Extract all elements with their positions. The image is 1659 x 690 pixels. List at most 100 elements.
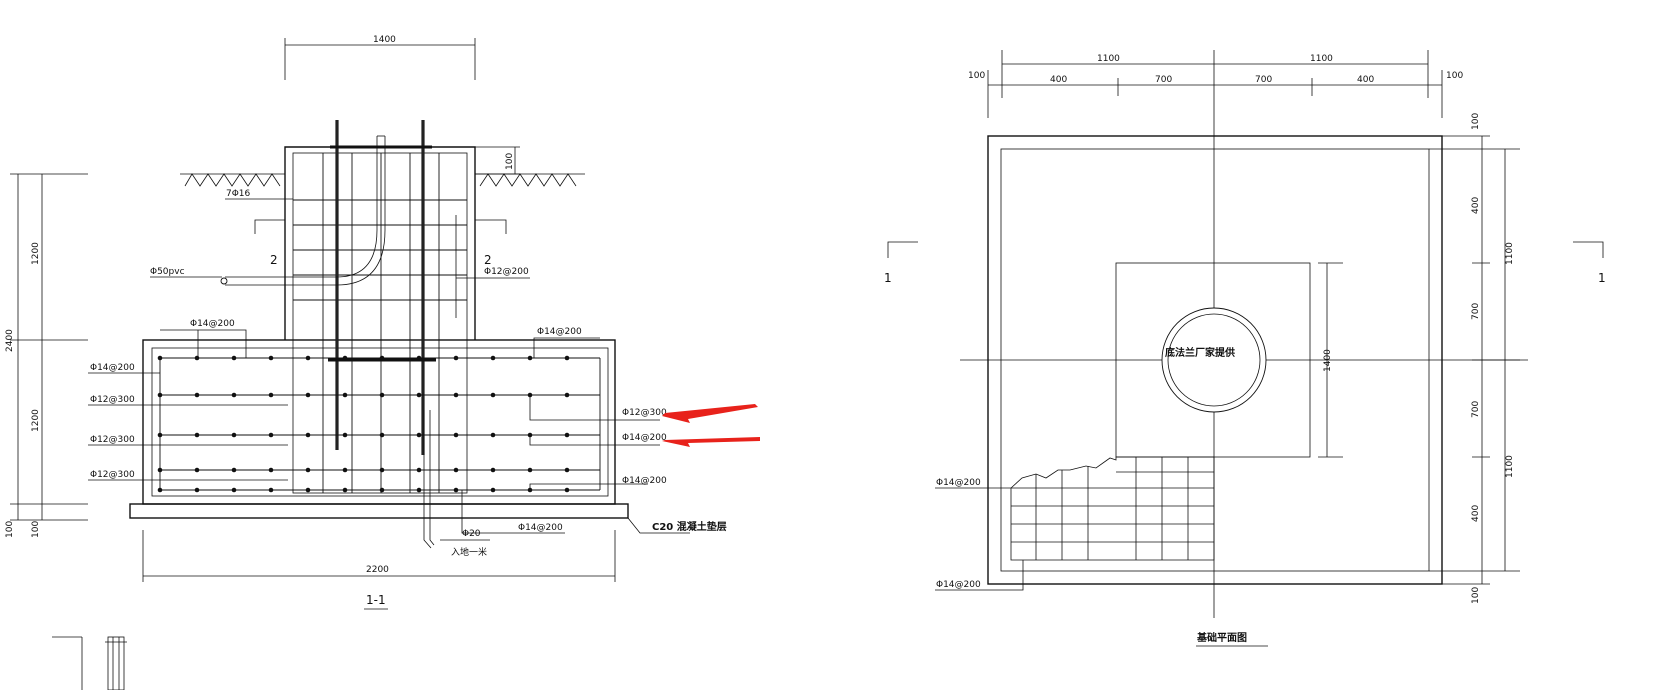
plan-dim-700-right: 700 bbox=[1255, 75, 1272, 85]
rebar-dot bbox=[416, 487, 422, 493]
rebar-dot bbox=[490, 355, 496, 361]
plan-dim-400-left: 400 bbox=[1050, 75, 1067, 85]
plan-rdim-700-upper: 700 bbox=[1471, 303, 1481, 320]
rebar-dot bbox=[453, 355, 459, 361]
dim-1200-lower-label: 1200 bbox=[31, 409, 41, 432]
plan-dim-700-left: 700 bbox=[1155, 75, 1172, 85]
plan-rebar-bottom: Φ14@200 bbox=[936, 580, 981, 590]
dim-100-left-b: 100 bbox=[31, 521, 41, 538]
ground-rod: Φ20 入地一米 bbox=[423, 410, 490, 558]
plan-cut-mark-right: 1 bbox=[1598, 271, 1606, 285]
rebar-dot bbox=[194, 487, 200, 493]
dim-100-top-label: 100 bbox=[505, 153, 515, 170]
rebar-dot bbox=[379, 355, 385, 361]
plan-rdim-700-lower: 700 bbox=[1471, 401, 1481, 418]
rebar-dot bbox=[527, 467, 533, 473]
rebar-dot bbox=[453, 392, 459, 398]
rebar-dot bbox=[490, 467, 496, 473]
ground-hatch-right bbox=[475, 173, 585, 187]
plan-cut-marks: 1 1 bbox=[884, 241, 1606, 285]
rebar-dot bbox=[194, 467, 200, 473]
plan-rebar-cutaway bbox=[1010, 456, 1215, 561]
rebar-dot bbox=[305, 392, 311, 398]
rebar-dot bbox=[231, 487, 237, 493]
plan-right-dims: 100 400 700 700 400 100 1100 1100 bbox=[1429, 113, 1520, 604]
plan-rebar-top: Φ14@200 bbox=[936, 478, 981, 488]
label-left-row1: Φ14@200 bbox=[90, 363, 135, 373]
plan-title-text: 基础平面图 bbox=[1196, 631, 1247, 644]
cut-mark-2-left: 2 bbox=[270, 253, 278, 267]
rebar-dot bbox=[268, 392, 274, 398]
label-right-row3: Φ14@200 bbox=[622, 476, 667, 486]
label-left-row4: Φ12@300 bbox=[90, 470, 135, 480]
rebar-dot bbox=[305, 467, 311, 473]
section-title-text: 1-1 bbox=[366, 593, 386, 607]
rebar-dot bbox=[157, 487, 163, 493]
rebar-dot bbox=[490, 392, 496, 398]
rebar-dot bbox=[379, 432, 385, 438]
label-slab-top-right: Φ14@200 bbox=[537, 327, 582, 337]
dim-1200-upper-label: 1200 bbox=[31, 242, 41, 265]
plan-rdim-1100-upper: 1100 bbox=[1505, 242, 1515, 265]
rebar-dot bbox=[379, 467, 385, 473]
plan-top-dims: 1100 1100 400 700 700 400 100 100 bbox=[968, 50, 1463, 118]
dim-top-width: 1400 bbox=[284, 35, 476, 80]
dim-1400-label: 1400 bbox=[373, 35, 396, 45]
label-left-row2: Φ12@300 bbox=[90, 395, 135, 405]
rebar-dot bbox=[564, 392, 570, 398]
dim-2200-label: 2200 bbox=[366, 565, 389, 575]
rebar-dot bbox=[157, 432, 163, 438]
footing-slab bbox=[129, 339, 629, 519]
rebar-dot bbox=[416, 355, 422, 361]
pedestal-outline bbox=[284, 146, 476, 494]
rebar-dot bbox=[157, 392, 163, 398]
dim-pedestal-top: 100 bbox=[475, 146, 520, 175]
label-slab-top-left: Φ14@200 bbox=[190, 319, 235, 329]
plan-rdim-100-top: 100 bbox=[1471, 113, 1481, 130]
dim-2400-label: 2400 bbox=[5, 329, 15, 352]
pvc-sleeve bbox=[220, 135, 386, 286]
rebar-dot bbox=[564, 432, 570, 438]
rebar-dot bbox=[194, 432, 200, 438]
plan-dim-1400: 1400 bbox=[1323, 349, 1333, 372]
plan-dim-100-left: 100 bbox=[968, 71, 985, 81]
rebar-dot bbox=[564, 355, 570, 361]
rebar-dot bbox=[453, 432, 459, 438]
red-arrow-upper bbox=[662, 404, 758, 423]
label-left-row3: Φ12@300 bbox=[90, 435, 135, 445]
plan-flange: 底法兰厂家提供 bbox=[1161, 307, 1267, 413]
rebar-dot bbox=[231, 355, 237, 361]
label-right-row2: Φ14@200 bbox=[622, 433, 667, 443]
rebar-dot bbox=[268, 432, 274, 438]
label-stirrup: 7Φ16 bbox=[226, 189, 251, 199]
rebar-dot bbox=[268, 487, 274, 493]
label-bottom-bar: Φ14@200 bbox=[518, 523, 563, 533]
plan-rdim-400-top: 400 bbox=[1471, 197, 1481, 214]
rebar-dot bbox=[379, 487, 385, 493]
rebar-dot bbox=[194, 392, 200, 398]
plan-dim-1100-right: 1100 bbox=[1310, 54, 1333, 64]
rebar-dot bbox=[564, 487, 570, 493]
rebar-dot bbox=[342, 355, 348, 361]
rebar-dot bbox=[231, 467, 237, 473]
rebar-dot bbox=[268, 467, 274, 473]
dim-base-width: 2200 bbox=[142, 530, 616, 582]
plan-dim-400-right: 400 bbox=[1357, 75, 1374, 85]
slab-bar-dots bbox=[157, 355, 570, 493]
rebar-dot bbox=[305, 432, 311, 438]
rebar-dot bbox=[231, 392, 237, 398]
rebar-dot bbox=[231, 432, 237, 438]
rebar-dot bbox=[342, 432, 348, 438]
plan-rdim-400-bottom: 400 bbox=[1471, 505, 1481, 522]
label-pvc: Φ50pvc bbox=[150, 267, 185, 277]
section-title: 1-1 bbox=[364, 593, 388, 610]
rebar-dot bbox=[379, 392, 385, 398]
plan-rebar-labels: Φ14@200 Φ14@200 bbox=[935, 478, 1024, 591]
rebar-dot bbox=[268, 355, 274, 361]
rebar-dot bbox=[194, 355, 200, 361]
ground-rod-note: 入地一米 bbox=[451, 546, 487, 558]
ground-rod-dia: Φ20 bbox=[462, 529, 481, 539]
cut-mark-2-right: 2 bbox=[484, 253, 492, 267]
rebar-dot bbox=[416, 392, 422, 398]
